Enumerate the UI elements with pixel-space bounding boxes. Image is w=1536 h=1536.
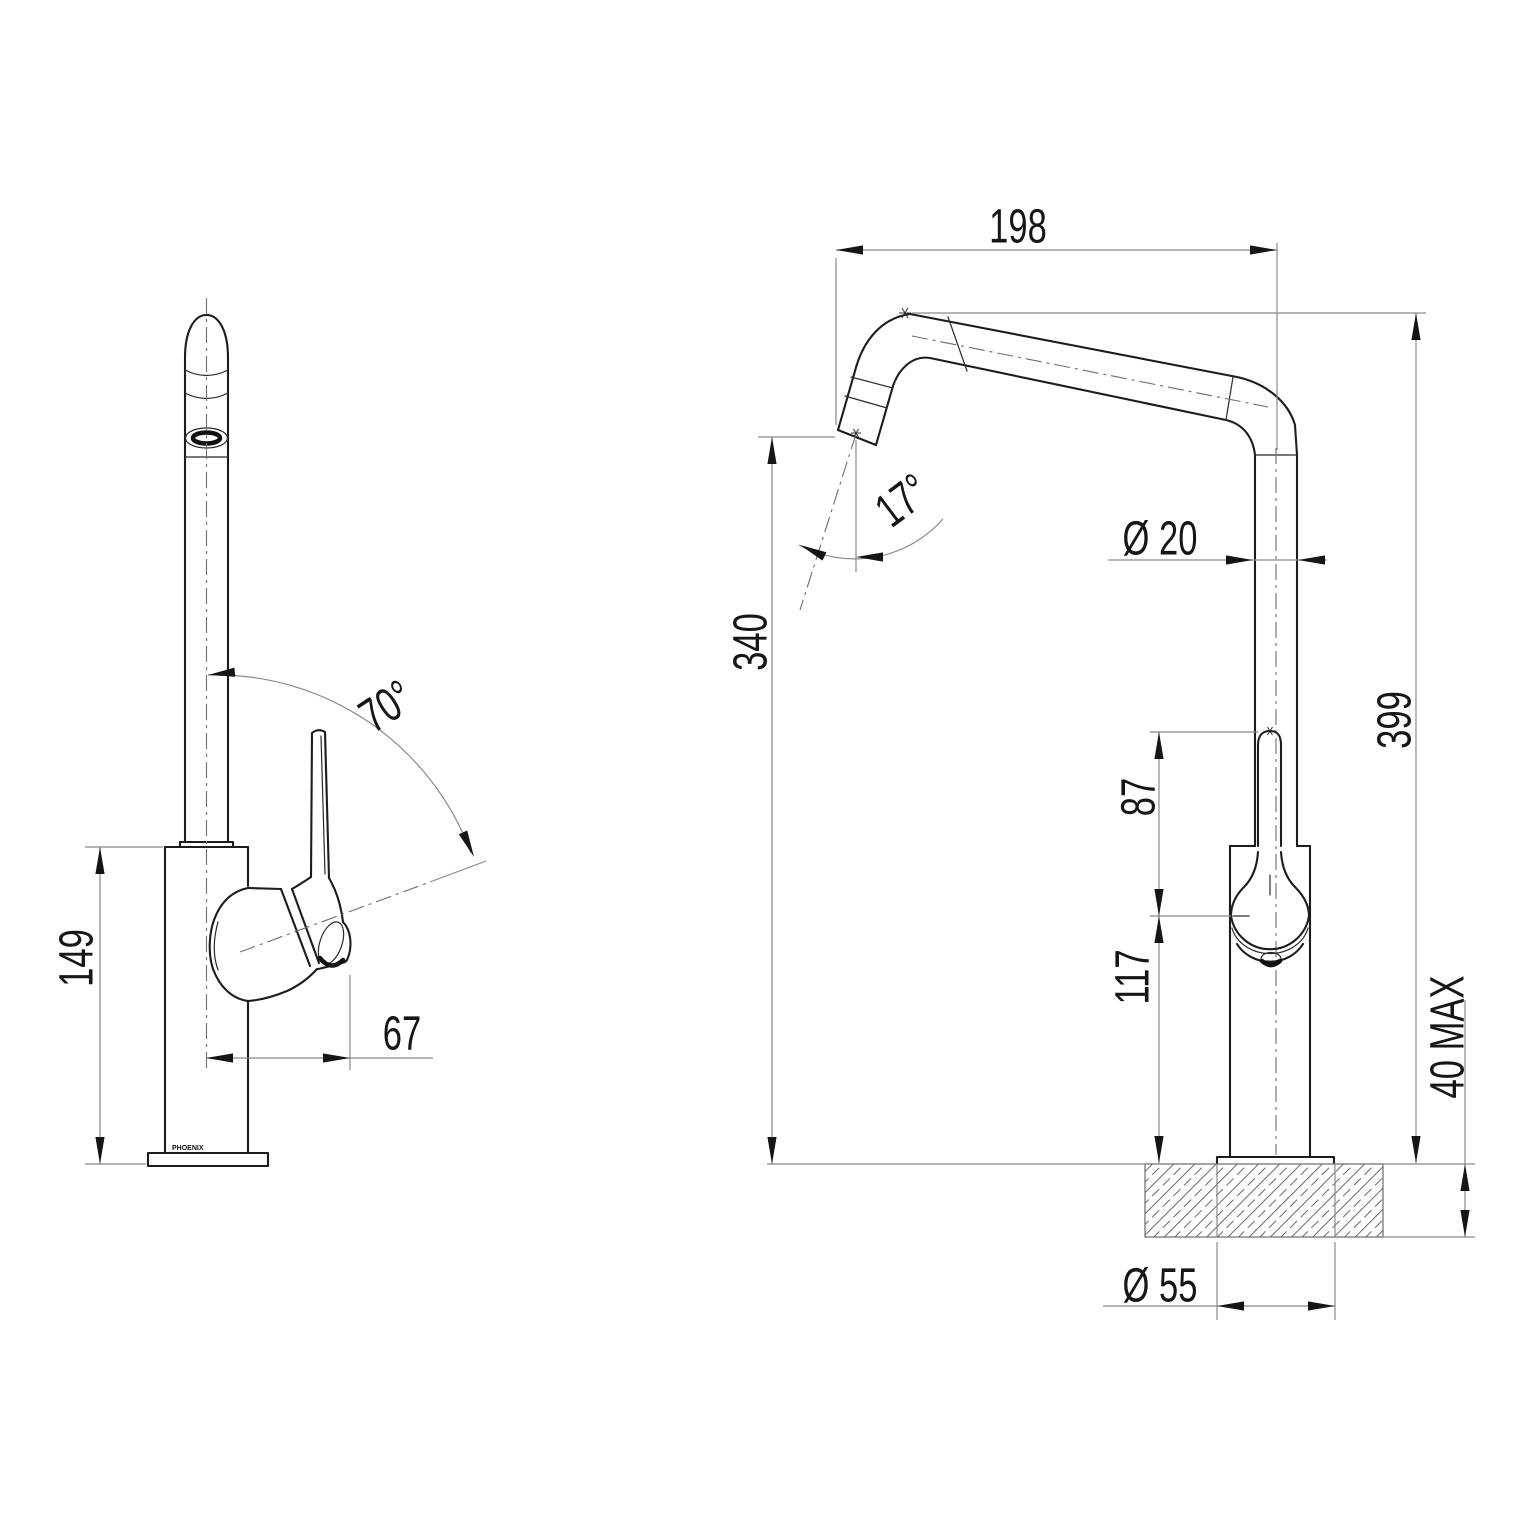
side-lever-blade: [309, 729, 331, 880]
arrowhead: [1298, 555, 1325, 565]
dim-149: 149: [49, 846, 163, 1165]
arrowhead: [1154, 916, 1164, 943]
arrowhead: [856, 552, 883, 562]
arrowhead: [1460, 1210, 1470, 1237]
bench-hatch: [1144, 1163, 1384, 1238]
front-base-plate: [1215, 1155, 1336, 1165]
front-view: [767, 307, 1475, 1238]
dim-40max: 40 MAX: [1420, 975, 1474, 1237]
dim-dia55: Ø 55: [1103, 1242, 1336, 1320]
front-centerlines: [799, 335, 1277, 1155]
side-view-dimensions: 149 67 70°: [49, 669, 487, 1165]
arrowhead: [458, 830, 474, 857]
dim-67-label: 67: [383, 1006, 421, 1060]
dim-198: 198: [835, 199, 1278, 450]
dim-70deg-label: 70°: [349, 669, 422, 743]
dim-87-label: 87: [1111, 778, 1165, 816]
arrowhead: [1154, 732, 1164, 759]
arrowhead: [1217, 1301, 1244, 1311]
dim-70deg: 70°: [207, 669, 487, 883]
center-mark-apex: [899, 307, 911, 319]
dim-117-label: 117: [1105, 949, 1159, 1004]
side-handle: [208, 729, 352, 1003]
arrowhead: [1308, 1301, 1335, 1311]
dim-399-label: 399: [1367, 691, 1421, 749]
bench-section: [767, 1163, 1475, 1238]
dim-17deg-label: 17°: [865, 463, 939, 538]
front-handle: [1229, 729, 1311, 968]
dim-340-label: 340: [723, 613, 777, 671]
arrowhead: [1226, 555, 1253, 565]
arrowhead: [1154, 1136, 1164, 1163]
dim-40max-label: 40 MAX: [1420, 975, 1474, 1098]
arrowhead: [1460, 1164, 1470, 1191]
dim-67: 67: [206, 975, 433, 1070]
front-spout-outline: [836, 312, 1299, 848]
dim-dia20: Ø 20: [1108, 511, 1327, 565]
dim-dia20-label: Ø 20: [1123, 511, 1198, 565]
arrowhead: [323, 1053, 350, 1063]
arrowhead: [208, 667, 236, 677]
brand-logo: PHOENIX: [172, 1145, 204, 1152]
side-base-plate: [146, 1151, 270, 1168]
side-handle-axis-centerline: [239, 881, 431, 953]
dim-dia55-label: Ø 55: [1123, 1258, 1198, 1312]
arrowhead: [836, 245, 863, 255]
dim-149-label: 149: [49, 929, 103, 987]
center-mark-outlet: [851, 428, 861, 438]
dimension-arrowheads: [95, 245, 1470, 1311]
arrowhead: [95, 1137, 105, 1164]
arrowhead: [95, 847, 105, 874]
front-body-outline: [1215, 844, 1336, 1165]
side-view: PHOENIX: [146, 298, 431, 1168]
arrowhead: [1250, 245, 1277, 255]
arrowhead: [206, 1053, 233, 1063]
dim-340: 340: [723, 436, 835, 1164]
arrowhead: [1154, 889, 1164, 916]
dim-399: 399: [912, 312, 1426, 1163]
arrowhead: [1411, 313, 1421, 340]
side-body-outline: [146, 840, 270, 1168]
arrowhead: [1411, 1136, 1421, 1163]
dim-87-117: 87 117: [1105, 731, 1258, 1163]
arrowhead: [767, 437, 777, 464]
dim-198-label: 198: [989, 199, 1047, 253]
arrowhead: [800, 545, 827, 561]
arrowhead: [767, 1137, 777, 1164]
front-view-dimensions: 198 17° Ø 20 340: [723, 199, 1474, 1320]
